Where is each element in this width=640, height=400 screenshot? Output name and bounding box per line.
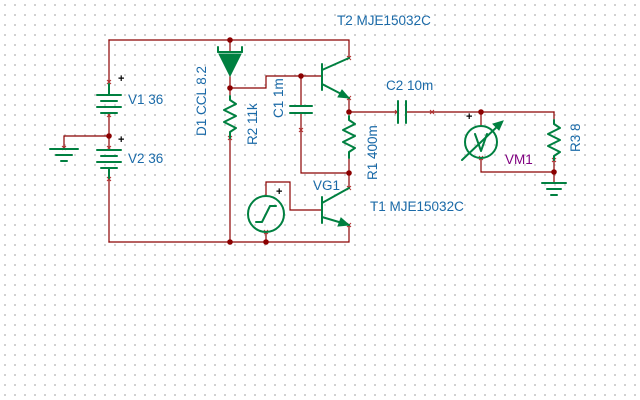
v2-plus-mark: + — [118, 134, 124, 146]
vg1-plus-mark: + — [276, 186, 282, 198]
r2-ref: R2 — [245, 128, 260, 145]
r1-ref: R1 — [365, 163, 380, 180]
wires — [63, 39, 555, 243]
step-generator-icon[interactable] — [247, 195, 285, 233]
junction-dot — [346, 170, 352, 176]
v2-ref: V2 — [128, 151, 145, 166]
t1-label: T1 MJE15032C — [370, 199, 464, 214]
v1-value: 36 — [148, 92, 163, 107]
t2-ref: T2 — [337, 13, 353, 28]
vg1-label: VG1 — [313, 178, 340, 193]
d1-value: CCL 8.2 — [194, 66, 209, 115]
vm1-label: VM1 — [505, 152, 533, 167]
wire-top-rail — [108, 39, 350, 59]
t1-value: MJE15032C — [390, 199, 465, 214]
junction-dot — [551, 169, 557, 175]
c1-value: 1m — [271, 78, 286, 97]
wire-ground-left — [63, 135, 110, 149]
wire-bottom-rail — [108, 224, 350, 243]
vm1-plus-mark: + — [466, 111, 472, 123]
wire-t2-base — [229, 75, 323, 89]
resistor-icon[interactable] — [342, 115, 356, 159]
v2-label: V2 36 — [128, 151, 163, 166]
resistor-icon[interactable] — [547, 119, 561, 161]
pin-markers — [61, 55, 557, 235]
c2-ref: C2 — [386, 78, 403, 93]
pin-marker — [106, 79, 112, 85]
pin-marker — [298, 127, 304, 133]
npn-transistor-icon[interactable] — [321, 57, 351, 99]
wire-vg1-top — [265, 181, 323, 211]
r3-ref: R3 — [568, 135, 583, 152]
r1-value: 400m — [365, 125, 380, 159]
wire-meter-bottom — [480, 157, 555, 173]
junction-dot — [227, 85, 233, 91]
t2-label: T2 MJE15032C — [337, 13, 431, 28]
r1-label: R1 400m — [365, 125, 380, 180]
capacitor-icon[interactable] — [397, 100, 407, 124]
npn-transistor-icon[interactable] — [321, 187, 351, 227]
v1-label: V1 36 — [128, 92, 163, 107]
junctions — [106, 37, 557, 245]
d1-label: D1 CCL 8.2 — [194, 66, 209, 136]
v2-value: 36 — [148, 151, 163, 166]
c1-label: C1 1m — [271, 78, 286, 118]
c1-ref: C1 — [271, 101, 286, 118]
r3-value: 8 — [568, 123, 583, 131]
ground-icon[interactable] — [541, 182, 567, 196]
t1-ref: T1 — [370, 199, 386, 214]
junction-dot — [478, 109, 484, 115]
component-labels: V1 36 V2 36 T2 MJE15032C C2 10m VG1 T1 M… — [128, 13, 583, 214]
t2-value: MJE15032C — [357, 13, 432, 28]
junction-dot — [263, 239, 269, 245]
pin-marker — [429, 109, 435, 115]
junction-dot — [106, 133, 112, 139]
junction-dot — [298, 73, 304, 79]
r2-label: R2 11k — [245, 103, 260, 145]
v1-plus-mark: + — [118, 73, 124, 85]
junction-dot — [346, 109, 352, 115]
d1-ref: D1 — [194, 119, 209, 136]
junction-dot — [227, 239, 233, 245]
junction-dot — [227, 37, 233, 43]
v1-ref: V1 — [128, 92, 145, 107]
wire-c1-bottom — [300, 112, 350, 174]
r3-label: R3 8 — [568, 123, 583, 152]
c2-value: 10m — [407, 78, 433, 93]
diode-icon[interactable] — [217, 46, 243, 78]
c2-label: C2 10m — [386, 78, 433, 93]
battery-icon[interactable] — [96, 149, 122, 179]
capacitor-icon[interactable] — [289, 105, 313, 114]
ground-icon[interactable] — [49, 148, 79, 162]
battery-icon[interactable] — [96, 83, 122, 114]
r2-value: 11k — [245, 103, 260, 124]
voltmeter-icon[interactable] — [461, 120, 504, 161]
resistor-icon[interactable] — [223, 95, 237, 139]
